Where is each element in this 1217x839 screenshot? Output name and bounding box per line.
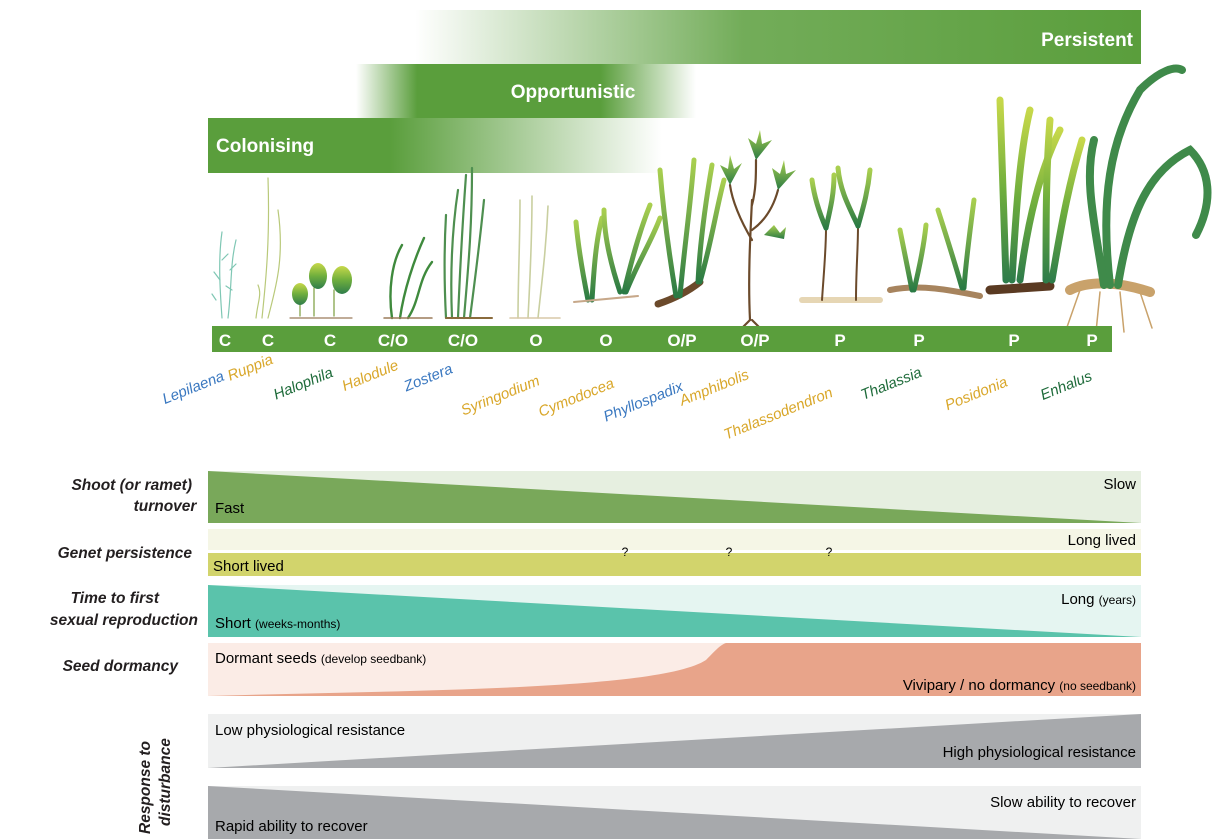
time-to-sexual-wedge	[208, 585, 1141, 637]
shoot-turnover-label-2: turnover	[134, 498, 198, 515]
shoot-turnover-label-1: Shoot (or ramet)	[71, 477, 192, 494]
strategy-code-thalassodendron: P	[834, 331, 845, 350]
genus-label-thalassia: Thalassia	[858, 364, 924, 404]
genus-label-amphibolis: Amphibolis	[676, 366, 752, 410]
recovery-left: Rapid ability to recover	[215, 818, 368, 835]
colonising-label: Colonising	[216, 136, 314, 157]
seed-dormancy-left: Dormant seeds (develop seedbank)	[215, 650, 426, 667]
strategy-code-halodule: C/O	[378, 331, 408, 350]
unknown-mark-2: ?	[726, 545, 733, 559]
genus-label-thalassodendron: Thalassodendron	[721, 384, 835, 443]
seed-dormancy-fill	[208, 643, 1141, 696]
strategy-code-ruppia: C	[262, 331, 274, 350]
phyllospadix-plant-icon	[654, 157, 727, 308]
strategy-code-cymodocea: O	[599, 331, 612, 350]
time-to-sexual-left: Short (weeks-months)	[215, 615, 340, 632]
amphibolis-plant-icon	[728, 158, 780, 342]
opportunistic-bar	[356, 64, 696, 118]
strategy-code-posidonia: P	[1008, 331, 1019, 350]
time-to-sexual-label-2: sexual reproduction	[50, 612, 198, 629]
strategy-code-thalassia: P	[913, 331, 924, 350]
time-to-sexual-right: Long (years)	[1061, 591, 1136, 608]
genet-persistence-label: Genet persistence	[58, 545, 193, 562]
genus-label-syringodium: Syringodium	[458, 372, 542, 419]
thalassia-plant-icon	[887, 197, 983, 299]
genus-label-halophila: Halophila	[271, 364, 335, 403]
thalassodendron-plant-icon	[799, 165, 883, 303]
unknown-mark-1: ?	[622, 545, 629, 559]
resistance-wedge	[208, 714, 1141, 768]
zostera-plant-icon	[443, 166, 493, 320]
recovery-right: Slow ability to recover	[990, 794, 1136, 811]
shoot-turnover-right: Slow	[1103, 476, 1136, 493]
halodule-plant-icon	[383, 236, 434, 320]
strategy-code-halophila: C	[324, 331, 336, 350]
genus-label-zostera: Zostera	[401, 360, 455, 395]
syringodium-plant-icon	[509, 195, 561, 319]
genet-persistence-bottom	[208, 553, 1141, 576]
trait-labels: Shoot (or ramet) turnover Genet persiste…	[50, 477, 198, 834]
strategy-code-zostera: C/O	[448, 331, 478, 350]
strategy-code-syringodium: O	[529, 331, 542, 350]
strategy-code-lepilaena: C	[219, 331, 231, 350]
genet-persistence-left: Short lived	[213, 558, 284, 575]
genus-label-enhalus: Enhalus	[1038, 368, 1095, 404]
genus-label-posidonia: Posidonia	[943, 374, 1010, 414]
lepilaena-plant-icon	[211, 231, 237, 319]
genus-label-halodule: Halodule	[340, 357, 401, 395]
shoot-turnover-left: Fast	[215, 500, 245, 517]
strategy-codes: C C C C/O C/O O O O/P O/P P P P P	[219, 331, 1098, 350]
shoot-turnover-wedge	[208, 471, 1141, 523]
genet-persistence-top	[208, 529, 1141, 550]
strategy-code-amphibolis: O/P	[740, 331, 769, 350]
resistance-right: High physiological resistance	[943, 744, 1136, 761]
genus-label-ruppia: Ruppia	[225, 351, 275, 385]
enhalus-plant-icon	[1065, 64, 1212, 333]
resistance-left: Low physiological resistance	[215, 722, 405, 739]
persistent-label: Persistent	[1041, 30, 1134, 51]
recovery-wedge	[208, 786, 1141, 839]
strategy-code-bar	[212, 326, 1112, 352]
seed-dormancy-right: Vivipary / no dormancy (no seedbank)	[903, 677, 1136, 694]
seed-dormancy-label: Seed dormancy	[63, 658, 180, 675]
ruppia-plant-icon	[255, 177, 281, 319]
time-to-sexual-label-1: Time to first	[71, 590, 160, 607]
persistent-bar	[415, 10, 1141, 64]
unknown-mark-3: ?	[826, 545, 833, 559]
strategy-code-enhalus: P	[1086, 331, 1097, 350]
opportunistic-label: Opportunistic	[511, 82, 636, 103]
disturbance-label-1: Response to	[137, 741, 154, 834]
cymodocea-plant-icon	[573, 202, 663, 303]
genus-label-lepilaena: Lepilaena	[160, 368, 227, 408]
disturbance-label-2: disturbance	[157, 738, 174, 826]
genet-persistence-right: Long lived	[1068, 532, 1136, 549]
posidonia-plant-icon	[985, 96, 1086, 295]
colonising-bar	[208, 118, 662, 173]
strategy-code-phyllospadix: O/P	[667, 331, 696, 350]
plant-illustrations	[211, 64, 1212, 342]
